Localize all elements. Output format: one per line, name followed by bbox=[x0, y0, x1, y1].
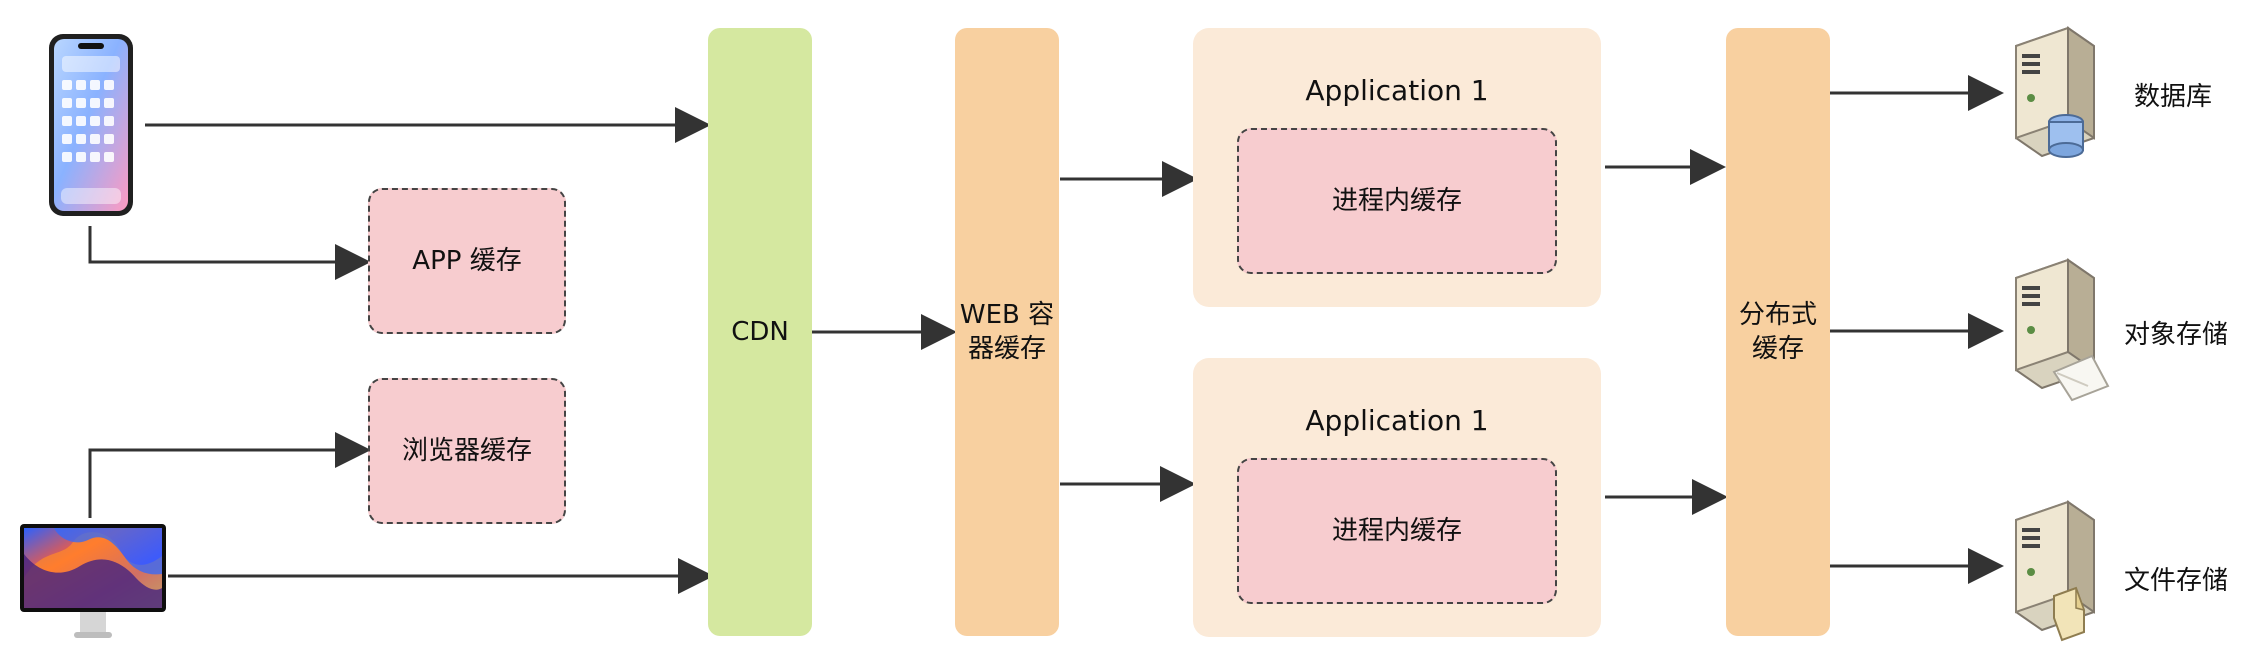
distributed-cache-label: 分布式 缓存 bbox=[1738, 299, 1817, 364]
web-cache-node: WEB 容 器缓存 bbox=[955, 28, 1059, 636]
application-panel-1: Application 1 进程内缓存 bbox=[1193, 28, 1601, 307]
application-1-title: Application 1 bbox=[1305, 74, 1489, 107]
browser-cache-label: 浏览器缓存 bbox=[401, 435, 532, 466]
browser-cache-node: 浏览器缓存 bbox=[368, 378, 566, 524]
object-storage-label: 对象存储 bbox=[2124, 320, 2229, 350]
database-server-icon bbox=[2015, 26, 2095, 158]
object-storage-server-icon bbox=[2015, 258, 2110, 402]
cdn-label: CDN bbox=[731, 316, 789, 347]
web-cache-label: WEB 容 器缓存 bbox=[959, 299, 1055, 364]
application-2-title: Application 1 bbox=[1305, 404, 1489, 437]
file-storage-label: 文件存储 bbox=[2124, 566, 2229, 596]
file-storage-server-icon bbox=[2015, 500, 2095, 642]
app-cache-label: APP 缓存 bbox=[412, 245, 522, 276]
monitor-icon bbox=[20, 524, 166, 638]
application-1-cache-label: 进程内缓存 bbox=[1331, 185, 1462, 216]
application-panel-2: Application 1 进程内缓存 bbox=[1193, 358, 1601, 637]
distributed-cache-node: 分布式 缓存 bbox=[1726, 28, 1830, 636]
phone-icon bbox=[49, 34, 133, 216]
phone-to-app-cache-arrow bbox=[88, 226, 371, 280]
database-label: 数据库 bbox=[2134, 82, 2213, 112]
cdn-node: CDN bbox=[708, 28, 812, 636]
monitor-to-browser-cache-arrow bbox=[88, 432, 371, 518]
app-cache-node: APP 缓存 bbox=[368, 188, 566, 334]
application-1-cache: 进程内缓存 bbox=[1237, 128, 1557, 274]
application-2-cache: 进程内缓存 bbox=[1237, 458, 1557, 604]
application-2-cache-label: 进程内缓存 bbox=[1331, 515, 1462, 546]
